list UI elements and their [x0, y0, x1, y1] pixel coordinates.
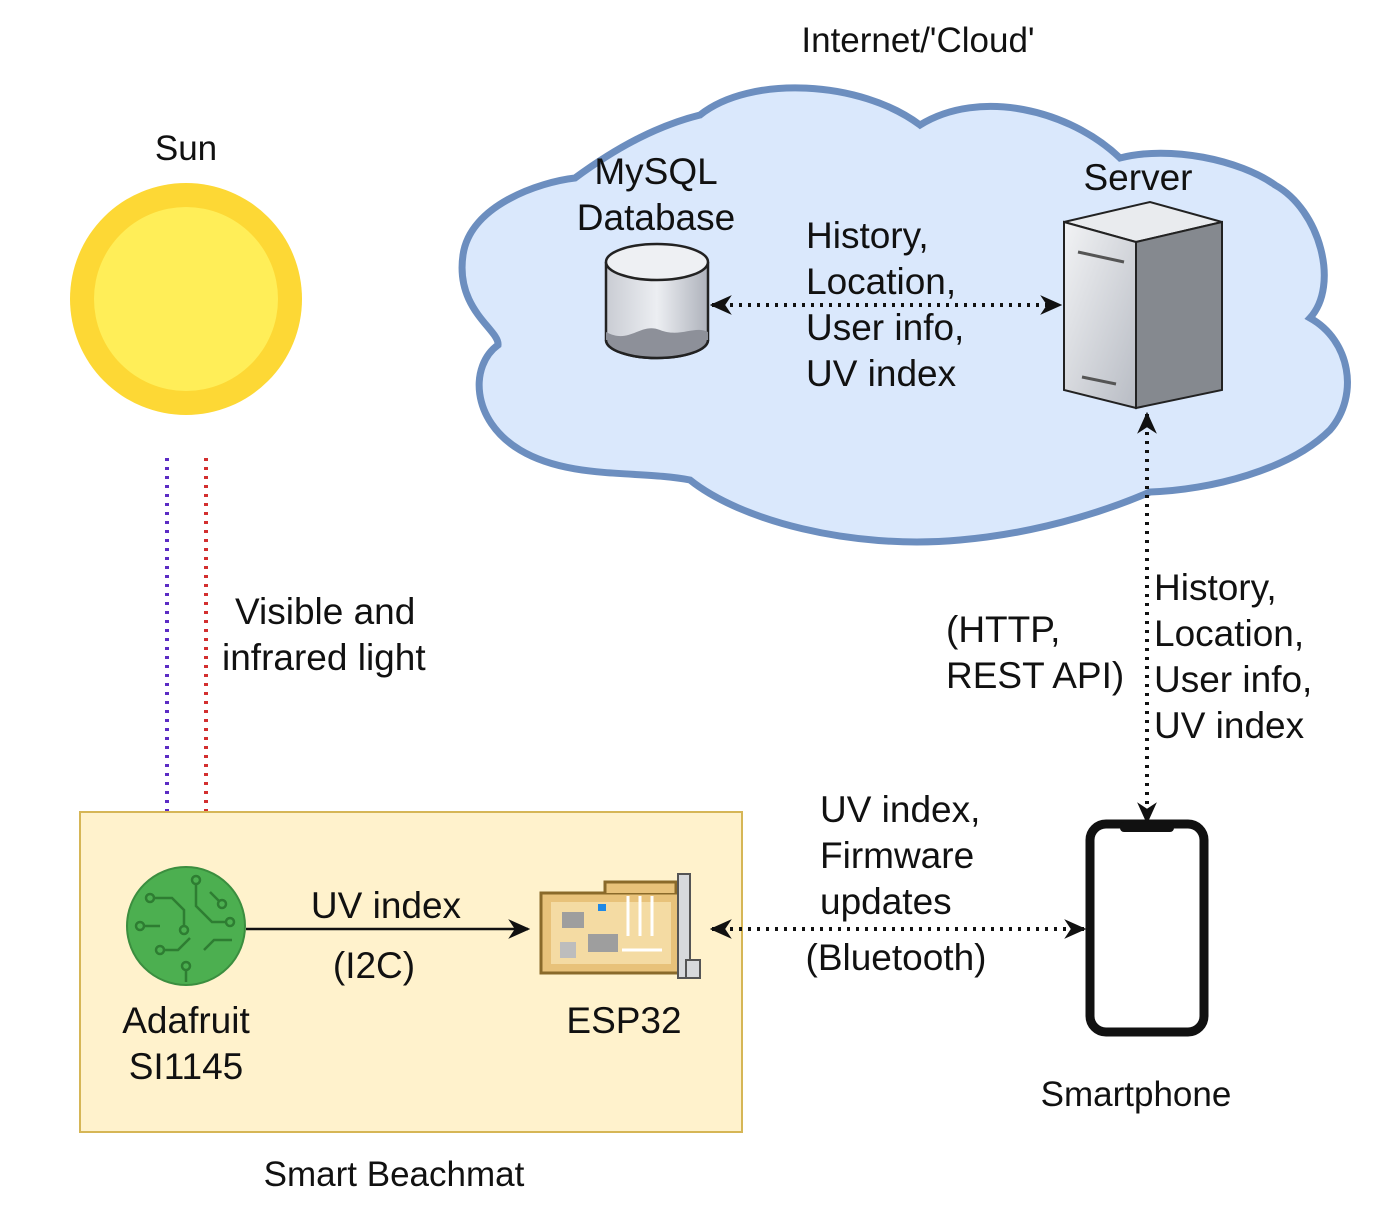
bluetooth-link-line2: Firmware: [820, 835, 974, 876]
sun-icon: [70, 183, 302, 415]
db-server-link-line2: Location,: [806, 261, 956, 302]
sensor-label-line2: SI1145: [129, 1046, 244, 1087]
db-server-link-line4: UV index: [806, 353, 957, 394]
cloud-shape: [458, 84, 1351, 546]
db-server-link-line3: User info,: [806, 307, 964, 348]
light-label-line1: Visible and: [235, 591, 415, 632]
bluetooth-protocol-label: (Bluetooth): [806, 937, 987, 978]
server-phone-link-line4: UV index: [1154, 705, 1305, 746]
http-protocol-line1: (HTTP,: [946, 609, 1060, 650]
database-label-line2: Database: [577, 197, 735, 238]
light-label-line2: infrared light: [222, 637, 426, 678]
server-phone-link-line3: User info,: [1154, 659, 1312, 700]
smartphone-icon: [1085, 819, 1209, 1037]
server-phone-link-line1: History,: [1154, 567, 1277, 608]
bluetooth-link-line1: UV index,: [820, 789, 980, 830]
http-protocol-line2: REST API): [946, 655, 1124, 696]
sensor-label-line1: Adafruit: [122, 1000, 250, 1041]
esp32-label: ESP32: [566, 1000, 681, 1041]
beachmat-label: Smart Beachmat: [264, 1155, 525, 1194]
circuit-board-icon: [539, 873, 701, 979]
bluetooth-link-line3: updates: [820, 881, 952, 922]
sun-label: Sun: [155, 129, 217, 168]
i2c-protocol-label: (I2C): [333, 945, 415, 986]
database-cylinder-icon: [604, 242, 710, 360]
smartphone-label: Smartphone: [1041, 1075, 1232, 1114]
circuit-chip-icon: [126, 866, 246, 986]
i2c-link-label: UV index: [311, 885, 462, 926]
server-tower-icon: [1063, 200, 1223, 410]
db-server-link-line1: History,: [806, 215, 929, 256]
server-phone-link-line2: Location,: [1154, 613, 1304, 654]
cloud-title: Internet/'Cloud': [801, 21, 1034, 60]
server-label: Server: [1084, 157, 1193, 198]
database-label-line1: MySQL: [594, 151, 717, 192]
